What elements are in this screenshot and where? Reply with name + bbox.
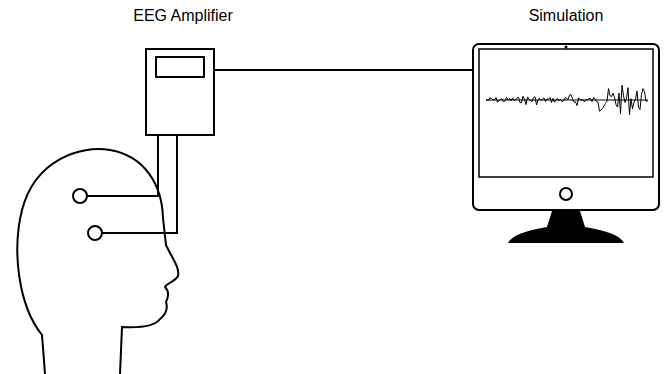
monitor-stand [508, 211, 624, 243]
power-button [560, 188, 572, 200]
monitor-screen [479, 49, 653, 177]
monitor-frame [473, 44, 659, 210]
amplifier-device: EEG Amplifier [120, 6, 246, 138]
eeg-waveform [486, 85, 648, 115]
amplifier-box [145, 48, 215, 136]
camera-dot [565, 46, 568, 49]
device-label: Simulation [470, 6, 662, 26]
device-label: EEG Amplifier [120, 6, 246, 26]
monitor-device: Simulation [470, 6, 662, 246]
head-outline [17, 149, 178, 374]
electrode [88, 226, 102, 240]
electrode-wire [102, 135, 177, 233]
electrode-wire [87, 135, 158, 196]
monitor-shape [472, 43, 662, 245]
electrode [73, 189, 87, 203]
signal-cable [215, 69, 473, 71]
amplifier-screen [155, 56, 205, 78]
